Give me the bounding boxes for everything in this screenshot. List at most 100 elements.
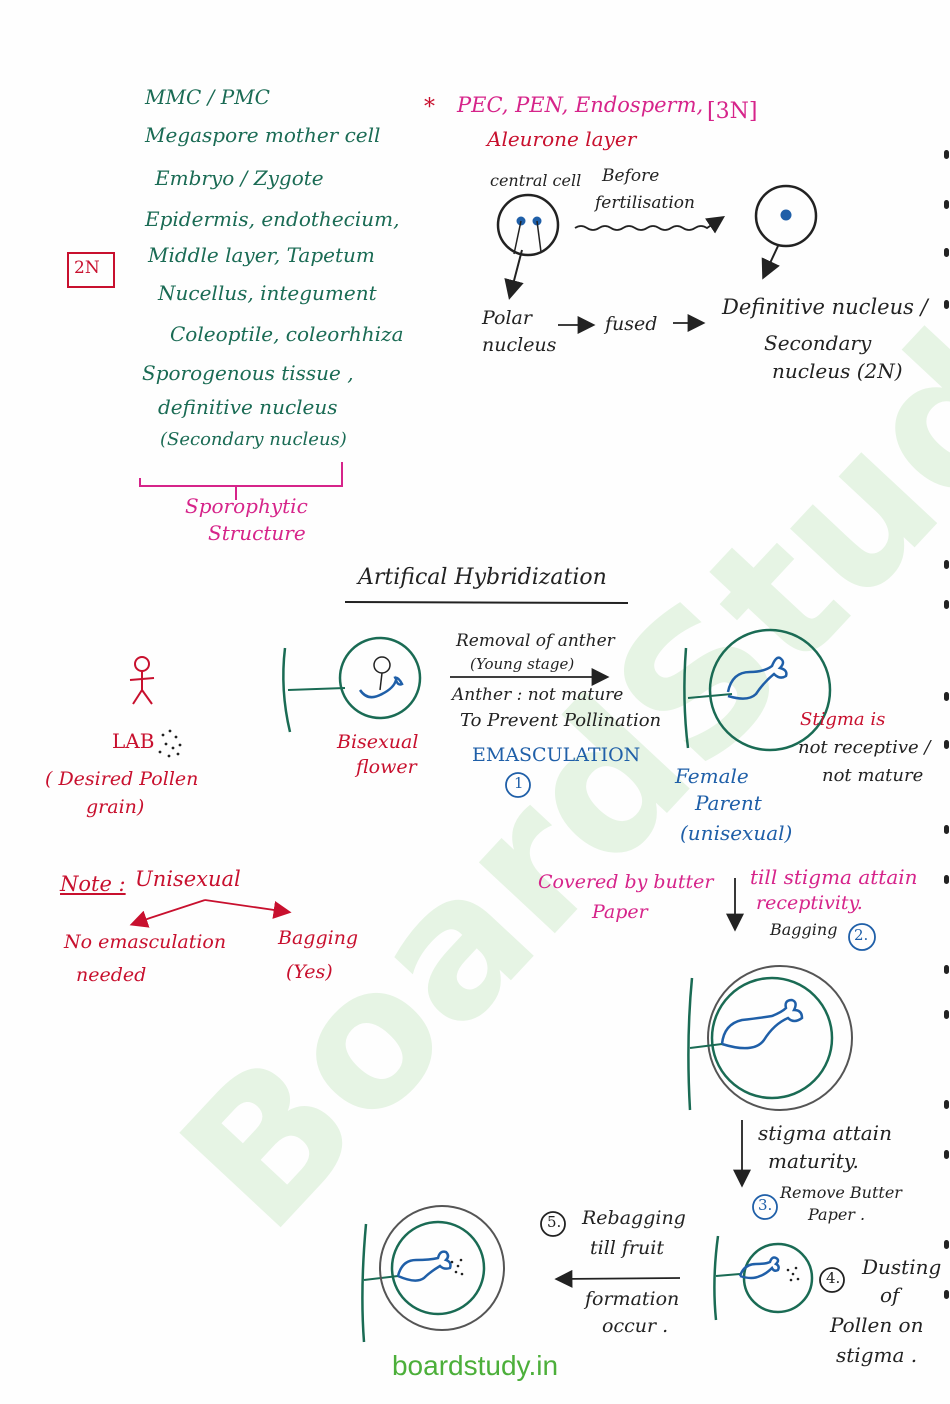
- rebagging-label: Rebagging: [582, 1207, 686, 1229]
- stigma-receptive-note: Stigma is: [800, 709, 886, 730]
- diploid-item: (Secondary nucleus): [160, 429, 347, 450]
- ring-hole: [944, 600, 949, 609]
- stigma-maturity-label: stigma attain: [758, 1121, 892, 1145]
- formation-label: formation: [585, 1288, 680, 1310]
- emasculation-label: EMASCULATION: [472, 744, 641, 766]
- step-4-label: 4.: [826, 1269, 841, 1287]
- covered-label: Paper: [592, 901, 648, 923]
- step-2-circle: [848, 923, 876, 951]
- dusting-label: of: [880, 1283, 900, 1307]
- ring-hole: [944, 965, 949, 974]
- anther-note: Anther : not mature: [452, 685, 624, 705]
- ring-hole: [944, 740, 949, 749]
- sporophytic-caption: Structure: [208, 521, 306, 545]
- note-label: Note :: [60, 872, 126, 896]
- step-2-label: 2.: [854, 926, 869, 944]
- before-fertilisation-arrow: [574, 216, 725, 234]
- ring-hole: [944, 875, 949, 884]
- till-stigma-label: receptivity.: [756, 892, 863, 914]
- female-parent-label: (unisexual): [680, 821, 793, 845]
- secondary-nucleus-circle: [754, 184, 818, 248]
- bagging-yes-label: Bagging: [278, 927, 359, 949]
- definitive-nucleus-label: Definitive nucleus /: [722, 295, 928, 319]
- secondary-nucleus-pointer: [761, 245, 780, 280]
- triploid-line: PEC, PEN, Endosperm,: [457, 93, 704, 117]
- diploid-tag: 2N: [74, 258, 100, 278]
- removal-label: (Young stage): [470, 655, 575, 673]
- ring-hole: [944, 692, 949, 701]
- bisexual-flower-diagram: [282, 636, 422, 733]
- definitive-nucleus-label: nucleus (2N): [772, 359, 903, 383]
- step-3-label: 3.: [758, 1196, 773, 1214]
- section-title: Artifical Hybridization: [358, 565, 607, 590]
- step-1-label: 1: [514, 774, 524, 792]
- desired-pollen-label: ( Desired Pollen: [45, 768, 199, 790]
- note-arrow-left: [129, 899, 206, 928]
- diploid-item: Megaspore mother cell: [145, 123, 381, 147]
- formation-label: occur .: [602, 1315, 669, 1337]
- stigma-receptive-note: not receptive /: [798, 737, 931, 758]
- ring-hole: [944, 1100, 949, 1109]
- central-cell-pointer: [504, 249, 524, 300]
- ring-hole: [944, 200, 949, 209]
- female-parent-label: Female: [675, 764, 749, 788]
- anther-note: To Prevent Pollination: [460, 710, 662, 731]
- diploid-item: MMC / PMC: [145, 85, 270, 109]
- stigma-maturity-label: maturity.: [768, 1149, 859, 1173]
- title-underline: [344, 601, 629, 604]
- diploid-item: Embryo / Zygote: [155, 166, 324, 190]
- diploid-item: Nucellus, integument: [158, 281, 377, 305]
- ring-hole: [944, 1240, 949, 1249]
- central-cell-label: central cell: [490, 171, 582, 190]
- ring-hole: [944, 300, 949, 309]
- till-stigma-label: till stigma attain: [750, 865, 918, 889]
- note-unisexual: Unisexual: [135, 867, 241, 891]
- rebagging-label: till fruit: [590, 1237, 664, 1259]
- diploid-item: Middle layer, Tapetum: [148, 243, 375, 267]
- removal-label: Removal of anther: [456, 631, 615, 651]
- polar-nucleus-label: nucleus: [482, 334, 557, 356]
- before-fertilisation-label: fertilisation: [595, 193, 695, 213]
- ring-hole: [944, 248, 949, 257]
- rebagging-arrow: [554, 1269, 681, 1288]
- bisexual-flower-label: Bisexual: [337, 731, 419, 753]
- ring-hole: [944, 825, 949, 834]
- definitive-nucleus-label: Secondary: [764, 331, 872, 355]
- remove-butter-label: Remove Butter: [780, 1183, 902, 1202]
- stigma-receptive-note: not mature: [822, 765, 924, 786]
- pollen-grains-icon: [158, 729, 182, 758]
- ring-hole: [944, 560, 949, 569]
- desired-pollen-label: grain): [86, 796, 145, 818]
- ring-hole: [944, 150, 949, 159]
- diploid-item: Epidermis, endothecium,: [145, 207, 400, 231]
- step-5-circle: [540, 1211, 566, 1237]
- ring-hole: [944, 1290, 949, 1299]
- bisexual-flower-label: flower: [356, 756, 417, 778]
- note-arrow-right: [204, 899, 292, 919]
- rebagged-flower-diagram: [361, 1205, 505, 1343]
- covered-label: Covered by butter: [538, 871, 714, 893]
- step-5-label: 5.: [547, 1213, 562, 1231]
- diploid-tag-box: [67, 252, 115, 288]
- dusting-label: Pollen on: [830, 1313, 924, 1337]
- polar-nucleus-label: Polar: [482, 307, 532, 329]
- step-3-circle: [752, 1194, 778, 1220]
- dusting-flower-diagram: [713, 1235, 814, 1321]
- ring-hole: [944, 1010, 949, 1019]
- no-emasculation-label: needed: [76, 964, 147, 986]
- step-1-circle: [505, 772, 531, 798]
- secondary-nucleus-dot: [780, 209, 792, 221]
- fused-label: fused: [605, 313, 658, 335]
- bagged-flower-diagram: [687, 965, 853, 1111]
- female-parent-diagram: [683, 628, 832, 752]
- female-parent-label: Parent: [695, 791, 762, 815]
- dusting-label: stigma .: [836, 1343, 918, 1367]
- footer-site-link[interactable]: boardstudy.in: [391, 1350, 559, 1381]
- diploid-item: definitive nucleus: [158, 395, 338, 419]
- central-cell-circle: [496, 193, 560, 257]
- triploid-line: Aleurone layer: [487, 127, 637, 151]
- dusting-label: Dusting: [862, 1255, 942, 1279]
- bagging-label: Bagging: [770, 920, 838, 939]
- sporophytic-bracket: [139, 462, 343, 487]
